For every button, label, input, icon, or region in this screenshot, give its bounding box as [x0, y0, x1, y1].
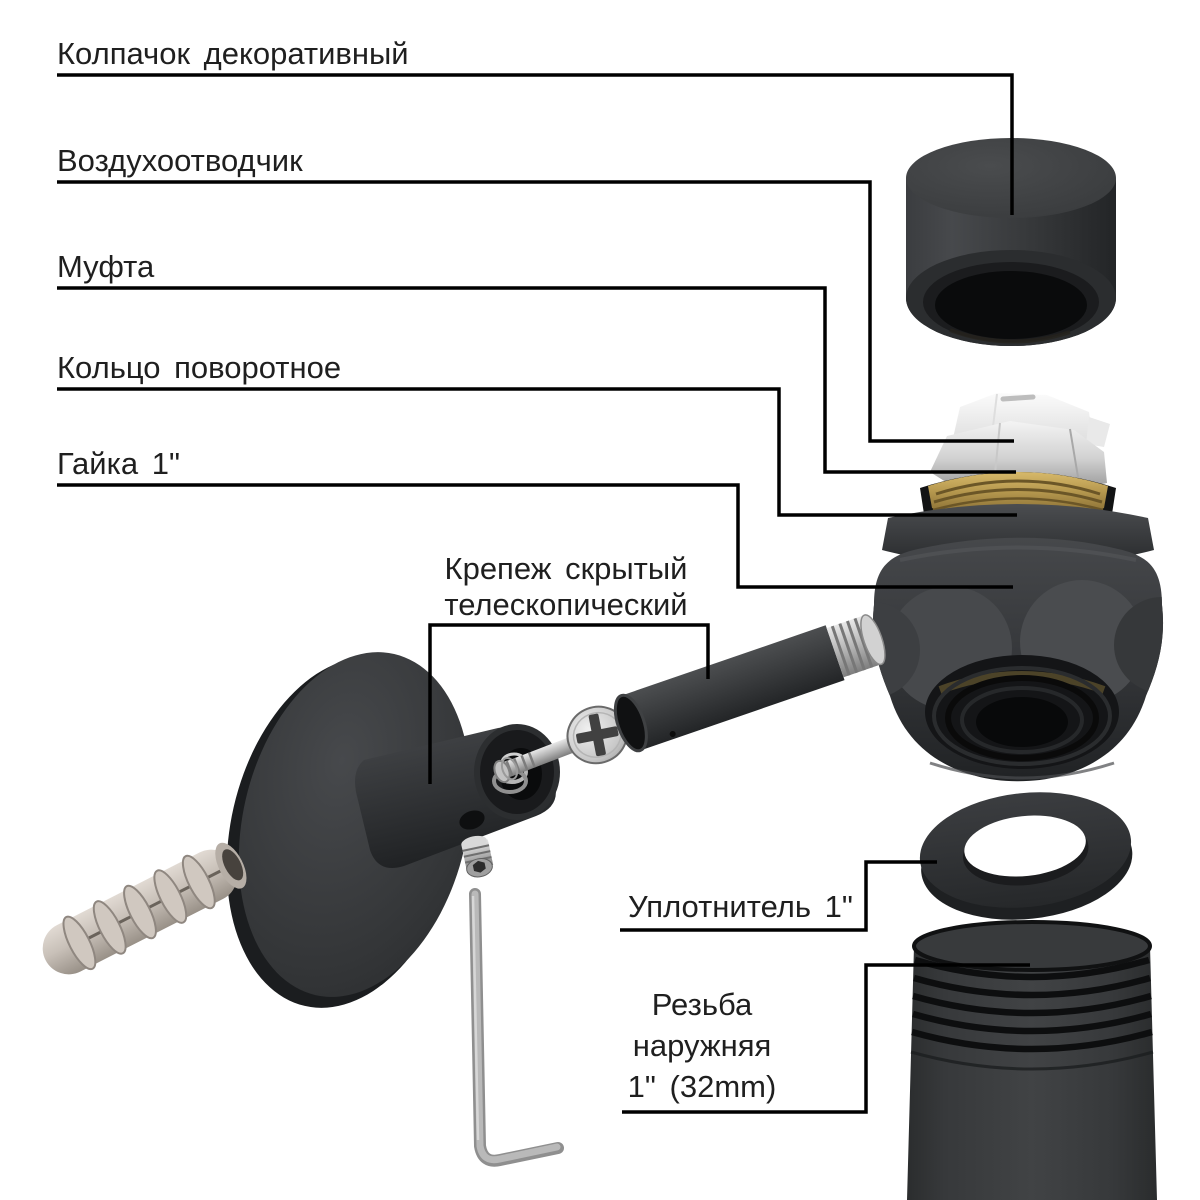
label-swivel-ring: Кольцо поворотное: [57, 350, 341, 385]
decorative-cap-part: [906, 138, 1116, 346]
seal-gasket-part: [919, 792, 1133, 920]
label-hidden-fastener-line1: Крепеж скрытый: [445, 551, 688, 586]
label-external-thread-line2: наружняя: [633, 1028, 772, 1063]
leader-line-swivel-ring: [57, 387, 1017, 517]
label-external-thread-line1: Резьба: [652, 987, 753, 1022]
set-screw-part: [461, 835, 494, 878]
label-air-vent: Воздухоотводчик: [57, 143, 303, 178]
hex-key-part: [469, 888, 564, 1167]
telescopic-tube-part: [613, 614, 886, 753]
label-external-thread-line3: 1" (32mm): [628, 1069, 777, 1104]
leader-line-coupling: [57, 286, 1016, 474]
label-seal: Уплотнитель 1": [628, 889, 853, 924]
label-hidden-fastener-line2: телескопический: [444, 587, 687, 622]
nut-part: [872, 537, 1164, 782]
leader-line-air-vent: [57, 180, 1014, 443]
leader-line-decorative-cap: [57, 73, 1014, 215]
dowel-anchor-part: [42, 842, 247, 975]
label-nut: Гайка 1": [57, 446, 180, 481]
wall-plate-part: [226, 652, 560, 1008]
labels: Колпачок декоративный Воздухоотводчик Му…: [57, 36, 853, 1104]
label-decorative-cap: Колпачок декоративный: [57, 36, 409, 71]
leader-line-external-thread: [622, 963, 1030, 1114]
leader-line-nut: [57, 483, 1013, 589]
external-thread-pipe-part: [907, 920, 1157, 1200]
leader-line-hidden-fastener: [428, 623, 710, 784]
leader-lines: [57, 73, 1030, 1114]
leader-line-seal: [620, 860, 937, 932]
label-coupling: Муфта: [57, 249, 155, 284]
screw-part: [493, 705, 629, 784]
